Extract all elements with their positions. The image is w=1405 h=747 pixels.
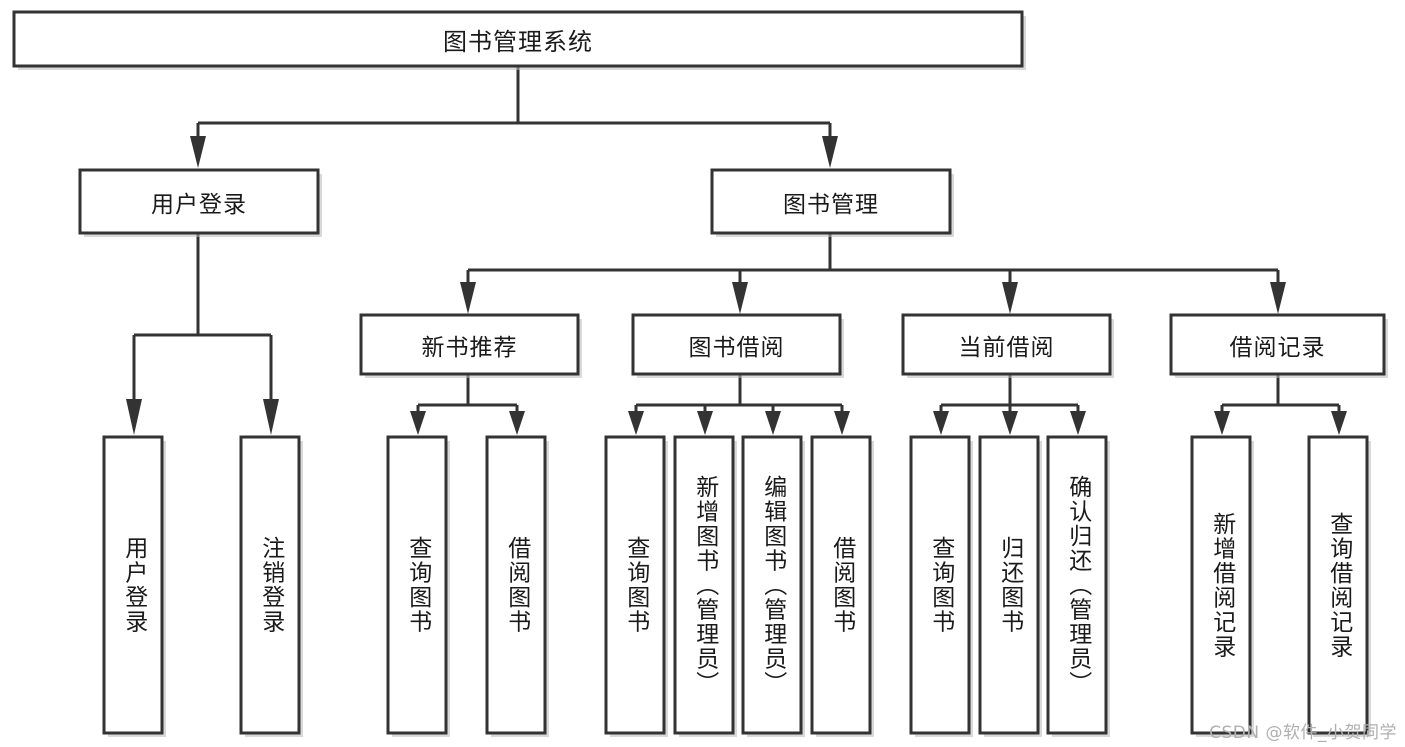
arrow-head-book-borrow bbox=[732, 282, 748, 314]
arrow-head-leaf-add-record bbox=[1214, 411, 1230, 435]
node-leaf-confirm-return[interactable] bbox=[1046, 435, 1108, 735]
node-leaf-query-record[interactable] bbox=[1307, 435, 1369, 735]
arrow-head-new-book-recommend bbox=[460, 282, 476, 314]
arrow-head-leaf-query-book-2 bbox=[628, 411, 644, 435]
node-current-borrow[interactable] bbox=[901, 313, 1112, 376]
node-leaf-query-book-2[interactable] bbox=[604, 435, 666, 735]
node-leaf-query-book-3[interactable] bbox=[909, 435, 971, 735]
connector-layer bbox=[126, 66, 1347, 435]
arrow-head-leaf-return-book bbox=[1002, 411, 1018, 435]
node-leaf-borrow-book-2[interactable] bbox=[810, 435, 872, 735]
node-borrow-record[interactable] bbox=[1169, 313, 1386, 376]
node-user-login[interactable] bbox=[78, 168, 320, 235]
arrow-head-leaf-query-book-1 bbox=[410, 411, 426, 435]
arrow-head-user-login bbox=[190, 136, 206, 168]
arrow-head-current-borrow bbox=[1002, 282, 1018, 314]
node-root[interactable] bbox=[12, 10, 1024, 68]
node-leaf-query-book-1[interactable] bbox=[386, 435, 448, 735]
arrow-head-leaf-confirm-return bbox=[1070, 411, 1086, 435]
node-leaf-add-book[interactable] bbox=[673, 435, 735, 735]
node-new-book-recommend[interactable] bbox=[359, 313, 580, 376]
arrow-head-leaf-borrow-book-2 bbox=[834, 411, 850, 435]
arrow-head-leaf-user-logout bbox=[263, 399, 279, 435]
node-book-management[interactable] bbox=[710, 168, 952, 235]
arrow-head-leaf-edit-book bbox=[765, 411, 781, 435]
node-leaf-user-logout[interactable] bbox=[239, 435, 301, 735]
arrow-head-leaf-query-book-3 bbox=[933, 411, 949, 435]
csdn-watermark: CSDN @软件_小贺同学 bbox=[1209, 723, 1397, 743]
arrow-head-leaf-add-book bbox=[697, 411, 713, 435]
node-leaf-borrow-book-1[interactable] bbox=[485, 435, 547, 735]
node-leaf-edit-book[interactable] bbox=[741, 435, 803, 735]
node-leaf-add-record[interactable] bbox=[1190, 435, 1252, 735]
arrow-head-borrow-record bbox=[1270, 282, 1286, 314]
arrow-head-leaf-query-record bbox=[1331, 411, 1347, 435]
node-book-borrow[interactable] bbox=[631, 313, 842, 376]
arrow-head-leaf-user-login bbox=[126, 399, 142, 435]
box-layer bbox=[12, 10, 1386, 735]
arrow-head-leaf-borrow-book-1 bbox=[509, 411, 525, 435]
node-leaf-return-book[interactable] bbox=[978, 435, 1040, 735]
node-leaf-user-login[interactable] bbox=[102, 435, 164, 735]
arrow-head-book-management bbox=[822, 136, 838, 168]
